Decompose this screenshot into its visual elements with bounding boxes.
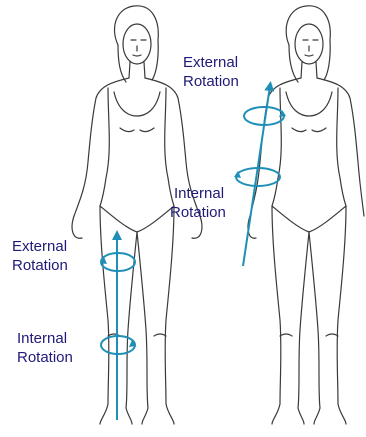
arm-internal-label-line1: Internal — [174, 185, 224, 202]
arm-external-label-line2: Rotation — [183, 73, 239, 90]
left-leg-axis — [100, 235, 136, 420]
leg-external-label-line1: External — [12, 238, 67, 255]
leg-internal-label-line1: Internal — [17, 330, 67, 347]
right-figure — [248, 6, 364, 424]
leg-internal-label-line2: Rotation — [17, 349, 73, 366]
arm-external-label-line1: External — [183, 54, 238, 71]
arm-internal-label-line2: Rotation — [170, 204, 226, 221]
leg-external-label-line2: Rotation — [12, 257, 68, 274]
